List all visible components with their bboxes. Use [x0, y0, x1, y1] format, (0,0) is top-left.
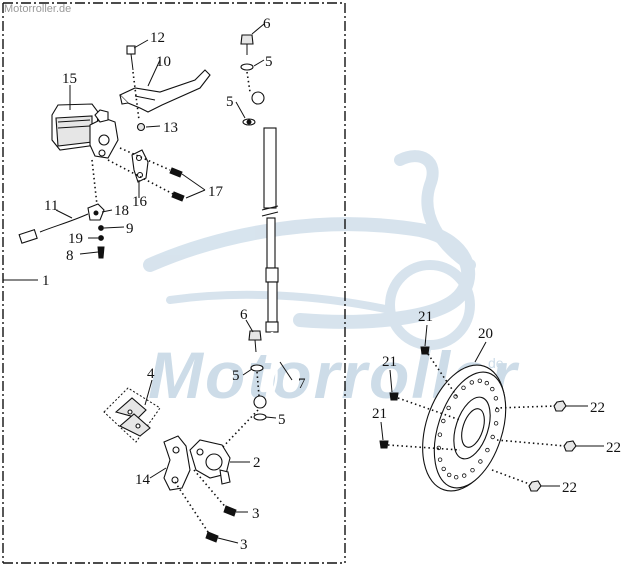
banjo-bolt-lower [219, 330, 267, 451]
callout-3-upper: 3 [252, 506, 260, 522]
disc-hole [470, 468, 475, 473]
callout-7: 7 [298, 376, 306, 392]
callout-8: 8 [66, 248, 74, 264]
disc-hole [462, 473, 467, 478]
callout-17: 17 [208, 184, 224, 200]
callout-5-d: 5 [278, 412, 286, 428]
disc-hole [441, 466, 446, 472]
watermark-suffix: de [488, 355, 504, 371]
brake-caliper [189, 439, 231, 485]
brake-pads [103, 387, 161, 443]
callout-19: 19 [68, 231, 83, 247]
disc-hole [493, 421, 499, 426]
lever-pivot-bolt [126, 45, 140, 121]
lever-nut [136, 122, 146, 132]
callout-11: 11 [44, 198, 58, 214]
disc-hole [441, 418, 446, 424]
switch-screws [97, 225, 105, 259]
brake-hose [251, 91, 279, 409]
callout-5-a: 5 [265, 54, 273, 70]
brake-light-switch [87, 159, 105, 221]
callout-14: 14 [135, 472, 151, 488]
disc-hole [478, 459, 483, 464]
caliper-bolts [174, 469, 237, 543]
callout-21-b: 21 [382, 354, 397, 370]
callout-5-b: 5 [226, 94, 234, 110]
disc-hole [447, 472, 452, 478]
disc-hole [485, 447, 490, 453]
caliper-bracket [163, 435, 191, 491]
banjo-bolt-upper [240, 34, 256, 126]
callout-1: 1 [42, 273, 50, 289]
callout-22-a: 22 [590, 400, 605, 416]
callout-labels: 1 2 3 3 4 5 5 5 5 6 6 7 8 9 10 11 12 13 … [42, 16, 621, 553]
callout-6-upper: 6 [263, 16, 271, 32]
brake-disc [422, 364, 507, 492]
callout-22-c: 22 [562, 480, 577, 496]
master-cylinder [51, 103, 119, 159]
callout-13: 13 [163, 120, 178, 136]
callout-15: 15 [62, 71, 77, 87]
disc-hole [493, 396, 499, 401]
disc-hole [490, 434, 495, 440]
callout-22-b: 22 [606, 440, 621, 456]
callout-2: 2 [253, 455, 261, 471]
callout-9: 9 [126, 221, 134, 237]
disc-hole [437, 457, 443, 462]
disc-hole [477, 378, 482, 383]
callout-12: 12 [150, 30, 165, 46]
callout-10: 10 [156, 54, 171, 70]
disc-hole [469, 380, 474, 385]
switch-cable [18, 213, 89, 244]
brake-lever [119, 69, 211, 113]
assembly-frame [2, 2, 346, 564]
callout-18: 18 [114, 203, 129, 219]
disc-hole [446, 405, 451, 411]
site-watermark-label: Motorroller.de [4, 3, 72, 15]
leader-lines [55, 23, 604, 544]
callout-16: 16 [132, 194, 148, 210]
disc-hole [495, 407, 500, 413]
disc-hole [484, 380, 489, 386]
callout-21-c: 21 [372, 406, 387, 422]
callout-21-a: 21 [418, 309, 433, 325]
disc-hole [437, 432, 443, 437]
clamp-bolts [107, 147, 185, 202]
disc-bolts [379, 346, 461, 451]
disc-hole [490, 386, 495, 392]
callout-20: 20 [478, 326, 493, 342]
callout-5-c: 5 [232, 368, 240, 384]
callout-6-lower: 6 [240, 307, 248, 323]
disc-hole [454, 475, 459, 480]
disc-vent-holes [436, 378, 500, 480]
disc-hole [461, 385, 466, 390]
disc-nuts [491, 400, 577, 492]
callout-3-lower: 3 [240, 537, 248, 553]
callout-4: 4 [147, 366, 155, 382]
